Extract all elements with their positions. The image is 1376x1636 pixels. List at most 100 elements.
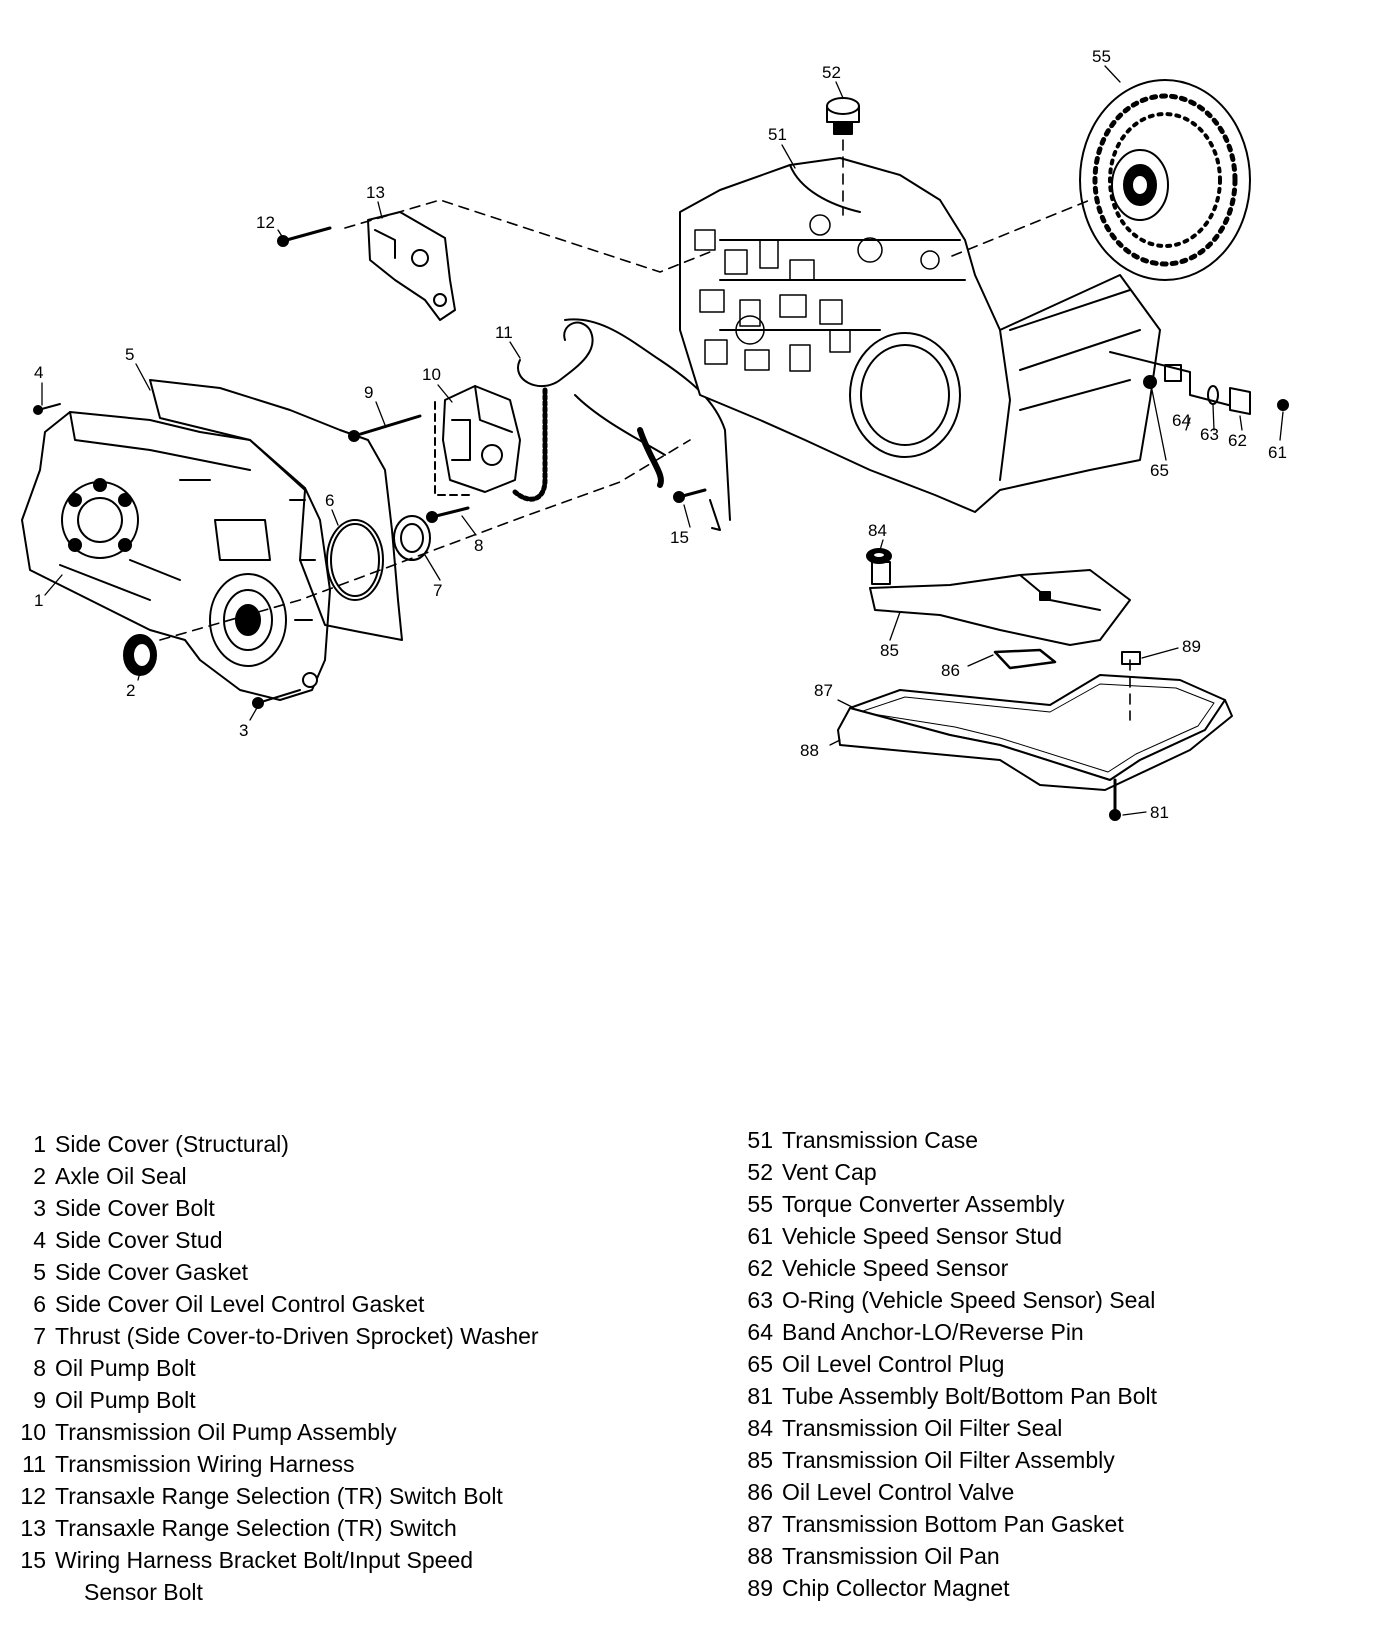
legend-number: 6: [33, 1291, 46, 1317]
legend-description: Transmission Oil Pan: [782, 1543, 1000, 1569]
legend-description: Vent Cap: [782, 1159, 877, 1185]
legend-number: 65: [747, 1351, 773, 1377]
oil-pump-bolt-8: [426, 506, 470, 523]
legend-number: 5: [33, 1259, 46, 1285]
callout-51: 51: [768, 125, 787, 144]
legend-description: Vehicle Speed Sensor: [782, 1255, 1009, 1281]
callout-8: 8: [474, 536, 483, 555]
legend-number: 12: [20, 1483, 46, 1509]
legend-item: 15 Wiring Harness Bracket Bolt/Input Spee…: [8, 1544, 688, 1608]
legend-description: Side Cover (Structural): [55, 1131, 289, 1157]
legend-description: Band Anchor-LO/Reverse Pin: [782, 1319, 1084, 1345]
leader-lines: [41, 65, 1284, 816]
legend-number: 86: [747, 1479, 773, 1505]
callout-numbers: 1 2 3 4 5 6 7 8 9 10 11 12 13 15 51 52 5…: [34, 47, 1287, 822]
legend-item: 12 Transaxle Range Selection (TR) Switch …: [8, 1480, 688, 1512]
legend-description: Transmission Oil Filter Seal: [782, 1415, 1063, 1441]
callout-2: 2: [126, 681, 135, 700]
legend-item: 62 Vehicle Speed Sensor: [725, 1252, 1365, 1284]
axle-oil-seal: [123, 634, 157, 676]
oil-filter-assembly: [869, 561, 1131, 646]
exploded-view-diagram: 1 2 3 4 5 6 7 8 9 10 11 12 13 15 51 52 5…: [21, 47, 1289, 822]
oil-pump-bolt-9: [348, 414, 422, 442]
legend-item: 9 Oil Pump Bolt: [8, 1384, 688, 1416]
legend-description: Oil Pump Bolt: [55, 1355, 196, 1381]
harness-bracket-bolt: [673, 488, 707, 503]
legend-description: Transmission Oil Filter Assembly: [782, 1447, 1115, 1473]
legend-description: Torque Converter Assembly: [782, 1191, 1065, 1217]
legend-description: Side Cover Stud: [55, 1227, 223, 1253]
legend-item: 4 Side Cover Stud: [8, 1224, 688, 1256]
legend-item: 8 Oil Pump Bolt: [8, 1352, 688, 1384]
tr-switch: [367, 211, 456, 321]
legend-number: 84: [747, 1415, 773, 1441]
legend-description: Axle Oil Seal: [55, 1163, 187, 1189]
legend-description: Transaxle Range Selection (TR) Switch Bo…: [55, 1483, 503, 1509]
legend-number: 62: [747, 1255, 773, 1281]
legend-description-line1: Wiring Harness Bracket Bolt/Input Speed: [55, 1547, 474, 1573]
callout-87: 87: [814, 681, 833, 700]
legend-number: 4: [33, 1227, 46, 1253]
legend-description: Vehicle Speed Sensor Stud: [782, 1223, 1063, 1249]
legend-item: 1 Side Cover (Structural): [8, 1128, 688, 1160]
callout-9: 9: [364, 383, 373, 402]
legend-number: 15: [20, 1547, 46, 1573]
oil-level-control-gasket: [326, 519, 384, 601]
legend-number: 8: [33, 1355, 46, 1381]
callout-1: 1: [34, 591, 43, 610]
side-cover: [21, 411, 331, 701]
transmission-case: [679, 157, 1161, 513]
legend-description: Side Cover Bolt: [55, 1195, 215, 1221]
oil-level-control-valve: [993, 648, 1057, 670]
callout-86: 86: [941, 661, 960, 680]
legend-description: O-Ring (Vehicle Speed Sensor) Seal: [782, 1287, 1156, 1313]
legend-description-line2: Sensor Bolt: [84, 1579, 203, 1605]
callout-10: 10: [422, 365, 441, 384]
legend-description: Side Cover Oil Level Control Gasket: [55, 1291, 425, 1317]
legend-number: 10: [20, 1419, 46, 1445]
legend-description: Transmission Bottom Pan Gasket: [782, 1511, 1124, 1537]
vent-cap: [826, 97, 860, 135]
tr-switch-bolt: [277, 226, 332, 247]
legend-description: Side Cover Gasket: [55, 1259, 249, 1285]
callout-55: 55: [1092, 47, 1111, 66]
legend-item: 3 Side Cover Bolt: [8, 1192, 688, 1224]
legend-description: Oil Level Control Valve: [782, 1479, 1015, 1505]
callout-81: 81: [1150, 803, 1169, 822]
callout-13: 13: [366, 183, 385, 202]
callout-6: 6: [325, 491, 334, 510]
legend-description: Thrust (Side Cover-to-Driven Sprocket) W…: [55, 1323, 539, 1349]
legend-number: 89: [747, 1575, 773, 1601]
legend-description: Transaxle Range Selection (TR) Switch: [55, 1515, 457, 1541]
side-cover-gasket: [149, 379, 403, 641]
legend-number: 3: [33, 1195, 46, 1221]
side-cover-stud: [33, 403, 61, 415]
legend-item: 55 Torque Converter Assembly: [725, 1188, 1365, 1220]
legend-description: Chip Collector Magnet: [782, 1575, 1010, 1601]
legend-description: Transmission Wiring Harness: [55, 1451, 355, 1477]
callout-11: 11: [495, 323, 513, 342]
legend-number: 63: [747, 1287, 773, 1313]
callout-15: 15: [670, 528, 689, 547]
legend-description: Oil Pump Bolt: [55, 1387, 196, 1413]
legend-number: 55: [747, 1191, 773, 1217]
legend-description: Tube Assembly Bolt/Bottom Pan Bolt: [782, 1383, 1157, 1409]
callout-52: 52: [822, 63, 841, 82]
legend-description: Transmission Oil Pump Assembly: [55, 1419, 397, 1445]
callout-88: 88: [800, 741, 819, 760]
legend-number: 11: [22, 1451, 46, 1477]
legend-item: 5 Side Cover Gasket: [8, 1256, 688, 1288]
legend-number: 1: [33, 1131, 46, 1157]
legend-number: 9: [33, 1387, 46, 1413]
callout-5: 5: [125, 345, 134, 364]
legend-item: 84 Transmission Oil Filter Seal: [725, 1412, 1365, 1444]
